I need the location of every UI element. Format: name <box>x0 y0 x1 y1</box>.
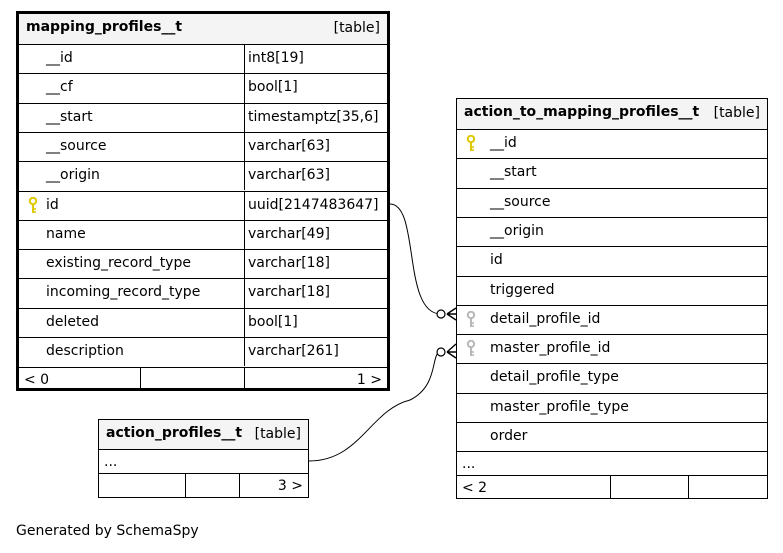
column-name: __source <box>490 193 551 210</box>
footer-child-count: 3 > <box>277 478 303 494</box>
column-name: __origin <box>490 222 544 239</box>
column-name: id <box>46 196 59 213</box>
column-row[interactable]: __origin <box>457 216 767 246</box>
column-row[interactable]: triggered <box>457 275 767 305</box>
more-columns-indicator: ... <box>104 454 118 470</box>
column-row[interactable]: id uuid[2147483647] <box>19 190 387 220</box>
column-name: triggered <box>490 281 555 298</box>
table-action-profiles[interactable]: action_profiles__t [table] ... 3 > <box>98 419 309 498</box>
column-name: order <box>490 428 528 444</box>
column-row[interactable]: __source varchar[63] <box>19 131 387 162</box>
relation-mapping-id-to-detail-profile-id <box>389 203 442 315</box>
footer-child-count: 1 > <box>356 372 382 388</box>
column-type: timestamptz[35,6] <box>248 108 379 125</box>
column-name: deleted <box>46 313 99 330</box>
table-name: action_profiles__t <box>106 425 243 441</box>
generator-credit: Generated by SchemaSpy <box>16 523 199 539</box>
column-name: master_profile_id <box>490 340 611 357</box>
column-name: __id <box>46 50 73 66</box>
column-row[interactable]: order <box>457 422 767 451</box>
table-footer: < 2 <box>457 475 767 499</box>
more-columns-indicator: ... <box>462 456 476 472</box>
column-row[interactable]: __id int8[19] <box>19 44 387 74</box>
column-row[interactable]: deleted bool[1] <box>19 307 387 337</box>
table-tag: [table] <box>333 20 380 36</box>
column-name: name <box>46 225 86 242</box>
column-row[interactable]: detail_profile_type <box>457 363 767 392</box>
key-icon <box>28 196 38 213</box>
column-row[interactable]: description varchar[261] <box>19 337 387 367</box>
relation-crowfoot <box>446 343 457 359</box>
relation-crowfoot <box>446 307 457 321</box>
column-row[interactable]: __id <box>457 129 767 158</box>
column-name: detail_profile_type <box>490 369 619 386</box>
column-name: __start <box>46 108 93 125</box>
table-header: action_to_mapping_profiles__t [table] <box>457 99 767 129</box>
column-row[interactable]: __start timestamptz[35,6] <box>19 102 387 132</box>
column-row[interactable]: existing_record_type varchar[18] <box>19 249 387 279</box>
column-row[interactable]: incoming_record_type varchar[18] <box>19 278 387 308</box>
key-icon <box>466 135 476 151</box>
column-type: varchar[49] <box>248 225 330 242</box>
column-type: varchar[63] <box>248 167 330 184</box>
footer-parent-count: < 2 <box>462 480 488 496</box>
column-row[interactable]: __origin varchar[63] <box>19 161 387 191</box>
table-footer: 3 > <box>99 473 308 497</box>
column-name: master_profile_type <box>490 398 629 415</box>
column-type: bool[1] <box>248 313 298 330</box>
column-row[interactable]: detail_profile_id <box>457 304 767 334</box>
column-name: __id <box>490 135 517 151</box>
column-type: varchar[18] <box>248 255 330 272</box>
column-type: bool[1] <box>248 79 298 96</box>
column-row[interactable]: __cf bool[1] <box>19 73 387 103</box>
key-icon <box>466 310 476 327</box>
footer-parent-count: < 0 <box>24 372 50 388</box>
column-type: uuid[2147483647] <box>248 196 379 213</box>
column-row[interactable]: master_profile_id <box>457 334 767 363</box>
column-name: __start <box>490 164 537 181</box>
column-name: existing_record_type <box>46 255 191 272</box>
table-action-to-mapping-profiles[interactable]: action_to_mapping_profiles__t [table] __… <box>456 98 768 499</box>
column-row[interactable]: __source <box>457 187 767 217</box>
column-type: int8[19] <box>248 50 304 66</box>
column-name: __origin <box>46 167 100 184</box>
column-type: varchar[63] <box>248 137 330 154</box>
column-name: __source <box>46 137 107 154</box>
table-name: action_to_mapping_profiles__t <box>464 104 700 120</box>
column-name: description <box>46 343 124 359</box>
column-name: incoming_record_type <box>46 284 201 301</box>
column-type: varchar[261] <box>248 343 339 359</box>
column-name: id <box>490 252 503 269</box>
column-row[interactable]: name varchar[49] <box>19 219 387 250</box>
table-ellipsis-row: ... <box>457 451 767 475</box>
table-ellipsis-row: ... <box>99 449 308 473</box>
relation-optional-marker <box>436 347 446 357</box>
table-footer: < 0 1 > <box>19 367 387 391</box>
column-name: detail_profile_id <box>490 310 601 327</box>
column-name: __cf <box>46 79 73 96</box>
column-row[interactable]: __start <box>457 158 767 187</box>
relation-optional-marker <box>436 309 446 319</box>
key-icon <box>466 340 476 357</box>
column-row[interactable]: id <box>457 246 767 275</box>
relation-action-profiles-to-master-profile-id <box>308 351 442 462</box>
column-row[interactable]: master_profile_type <box>457 392 767 422</box>
table-tag: [table] <box>713 105 760 121</box>
column-type: varchar[18] <box>248 284 330 301</box>
table-mapping-profiles[interactable]: mapping_profiles__t [table] __id int8[19]… <box>16 11 390 391</box>
table-header: action_profiles__t [table] <box>99 420 308 450</box>
table-header: mapping_profiles__t [table] <box>19 14 387 45</box>
table-name: mapping_profiles__t <box>26 19 183 35</box>
table-tag: [table] <box>254 426 301 442</box>
